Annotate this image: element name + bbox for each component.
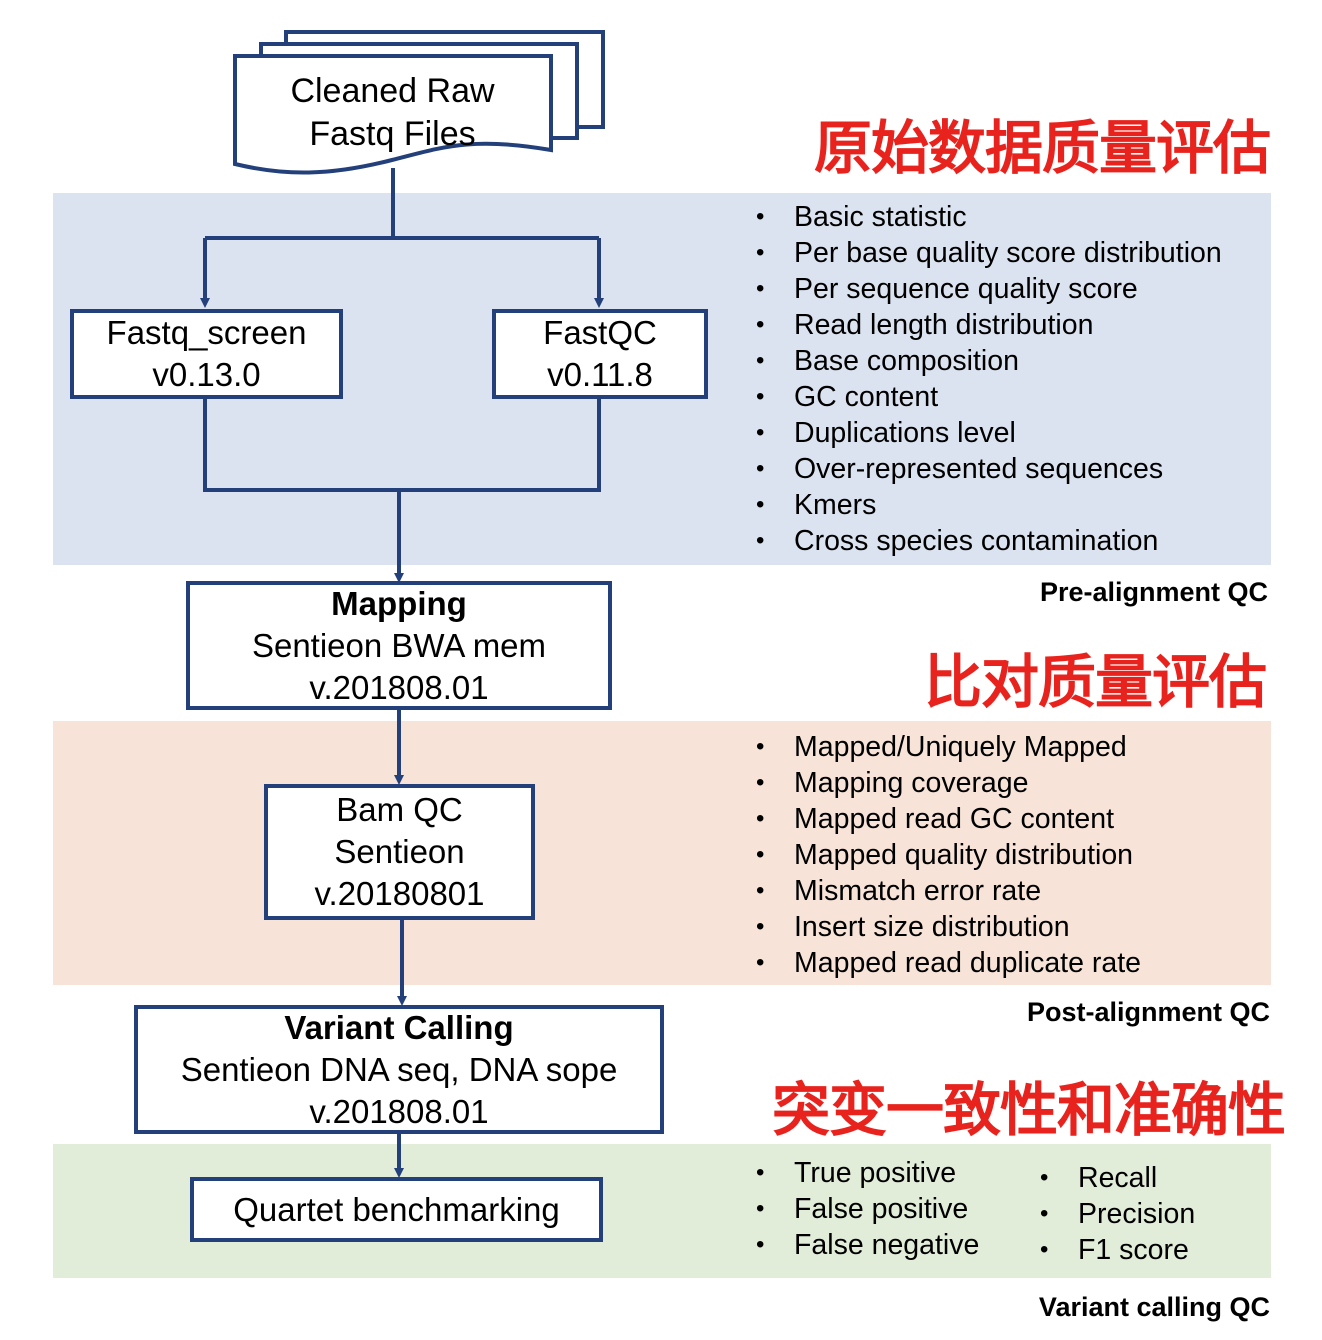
list-item: Per base quality score distribution bbox=[756, 235, 1222, 271]
bam-qc-box: Bam QC Sentieon v.20180801 bbox=[264, 784, 535, 920]
list-item: F1 score bbox=[1040, 1232, 1195, 1268]
list-item: Mapped/Uniquely Mapped bbox=[756, 729, 1141, 765]
document-stack-icon bbox=[233, 30, 605, 175]
list-item: Cross species contamination bbox=[756, 523, 1222, 559]
list-item: Per sequence quality score bbox=[756, 271, 1222, 307]
list-item: True positive bbox=[756, 1155, 979, 1191]
list-item: Mapped read GC content bbox=[756, 801, 1141, 837]
list-item: Mapped read duplicate rate bbox=[756, 945, 1141, 981]
pre-alignment-section-label: Pre-alignment QC bbox=[1039, 577, 1268, 607]
list-item: Base composition bbox=[756, 343, 1222, 379]
pre-alignment-heading-cn: 原始数据质量评估 bbox=[814, 114, 1271, 182]
variant-metrics-list-left: True positive False positive False negat… bbox=[756, 1155, 979, 1263]
post-alignment-heading-cn: 比对质量评估 bbox=[924, 648, 1267, 716]
post-alignment-metrics-list: Mapped/Uniquely Mapped Mapping coverage … bbox=[756, 729, 1141, 981]
list-item: False negative bbox=[756, 1227, 979, 1263]
variant-heading-cn: 突变一致性和准确性 bbox=[772, 1076, 1286, 1144]
list-item: Over-represented sequences bbox=[756, 451, 1222, 487]
list-item: Recall bbox=[1040, 1160, 1195, 1196]
list-item: Read length distribution bbox=[756, 307, 1222, 343]
list-item: Precision bbox=[1040, 1196, 1195, 1232]
list-item: Duplications level bbox=[756, 415, 1222, 451]
list-item: GC content bbox=[756, 379, 1222, 415]
input-files-label: Cleaned Raw Fastq Files bbox=[290, 72, 495, 153]
quartet-benchmarking-box: Quartet benchmarking bbox=[190, 1177, 603, 1242]
post-alignment-section-label: Post-alignment QC bbox=[1026, 997, 1270, 1027]
pre-alignment-metrics-list: Basic statistic Per base quality score d… bbox=[756, 199, 1222, 559]
list-item: False positive bbox=[756, 1191, 979, 1227]
variant-calling-box: Variant Calling Sentieon DNA seq, DNA so… bbox=[134, 1005, 664, 1134]
variant-calling-section-label: Variant calling QC bbox=[1038, 1292, 1270, 1322]
list-item: Mismatch error rate bbox=[756, 873, 1141, 909]
list-item: Insert size distribution bbox=[756, 909, 1141, 945]
mapping-box: Mapping Sentieon BWA mem v.201808.01 bbox=[186, 581, 612, 710]
list-item: Basic statistic bbox=[756, 199, 1222, 235]
list-item: Kmers bbox=[756, 487, 1222, 523]
variant-metrics-list-right: Recall Precision F1 score bbox=[1040, 1160, 1195, 1268]
fastqc-box: FastQC v0.11.8 bbox=[492, 309, 708, 399]
list-item: Mapped quality distribution bbox=[756, 837, 1141, 873]
fastq-screen-box: Fastq_screen v0.13.0 bbox=[70, 309, 343, 399]
list-item: Mapping coverage bbox=[756, 765, 1141, 801]
